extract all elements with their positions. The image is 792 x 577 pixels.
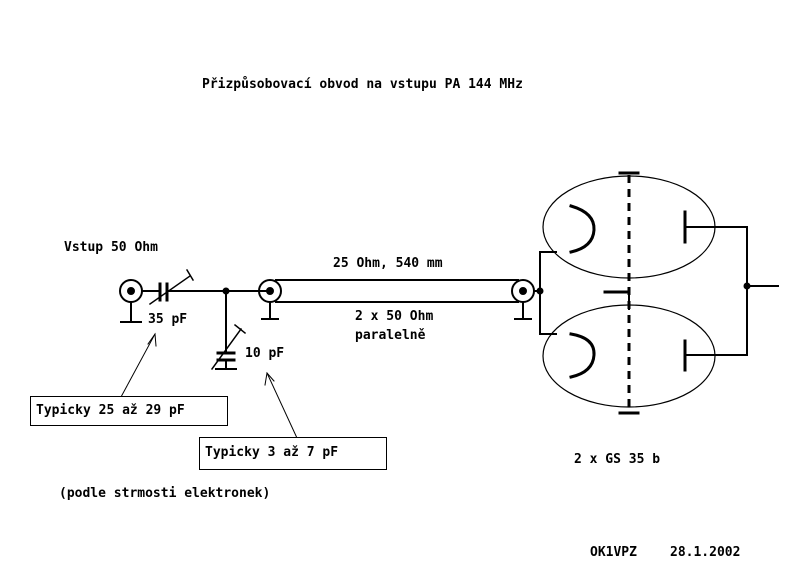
shunt-capacitor-icon	[210, 290, 247, 371]
line-construction-label-1: 2 x 50 Ohm	[355, 309, 434, 324]
tubes-label: 2 x GS 35 b	[574, 452, 661, 467]
note-box-shunt: Typicky 3 až 7 pF	[199, 437, 387, 470]
note-arrow-series	[120, 332, 157, 398]
note-box-series: Typicky 25 až 29 pF	[30, 396, 228, 426]
input-label: Vstup 50 Ohm	[64, 240, 158, 255]
upper-tube-icon	[542, 175, 748, 279]
series-capacitor-label: 35 pF	[148, 312, 188, 327]
series-capacitor-icon	[148, 268, 269, 306]
line-left-connector-icon	[258, 279, 282, 320]
signature-date: 28.1.2002	[670, 545, 741, 560]
note-series-text: Typicky 25 až 29 pF	[36, 403, 185, 418]
line-right-connector-icon	[511, 279, 535, 320]
footnote-text: (podle strmosti elektronek)	[59, 486, 271, 501]
diagram-title: Přizpůsobovací obvod na vstupu PA 144 MH…	[202, 77, 523, 92]
author-signature: OK1VPZ	[590, 545, 637, 560]
line-impedance-label: 25 Ohm, 540 mm	[333, 256, 443, 271]
line-construction-label-2: paralelně	[355, 328, 426, 343]
shunt-capacitor-label: 10 pF	[245, 346, 285, 361]
input-connector-icon	[119, 279, 161, 323]
note-arrow-shunt	[264, 371, 298, 439]
grid-dashed-line-icon	[603, 171, 640, 415]
anode-output-icon	[743, 226, 779, 356]
note-shunt-text: Typicky 3 až 7 pF	[205, 445, 339, 460]
transmission-line-icon	[275, 279, 519, 303]
lower-tube-icon	[542, 304, 748, 408]
